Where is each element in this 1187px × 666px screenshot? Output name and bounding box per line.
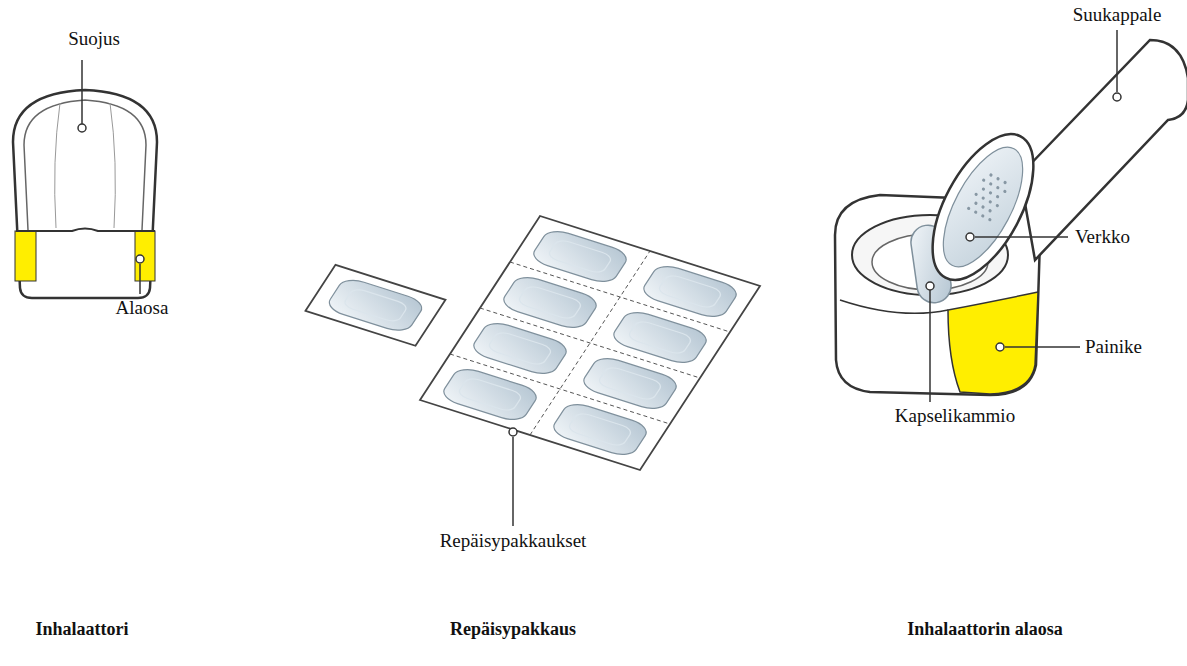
drawing-part [996,177,1000,181]
inhaler-outline [13,90,157,298]
cap-seam [16,229,155,232]
blister-pack-drawing [306,216,761,526]
leader-line [1116,30,1118,92]
drawing-part [1003,189,1007,193]
mouthpiece-tube [1020,40,1187,260]
leader-line [512,437,514,526]
blister-cell [324,276,426,334]
leader-dot [509,428,517,436]
drawing-part [989,182,993,186]
drawing-part [966,206,970,210]
blister-cell [639,262,741,320]
drawing-part [974,192,978,196]
blister-cell [549,400,651,458]
blister-sheet [420,216,760,470]
figure-caption: Repäisypakkaus [450,618,576,640]
drawing-part [995,203,999,207]
drawing-part [989,173,993,177]
leader-line [1005,346,1080,348]
drawing-part [988,209,992,213]
drawing-part [974,210,978,214]
inhaler-drawing [13,60,157,298]
leader-line [81,60,83,124]
drawing-part [988,200,992,204]
inhaler-base-drawing [835,30,1187,402]
drawing-part [1003,180,1007,184]
perforation [420,216,760,470]
part-label: Alaosa [116,297,169,319]
button-shape [948,292,1038,394]
part-label: Suojus [68,28,120,50]
part-label: Verkko [1075,226,1130,248]
part-label: Painike [1085,336,1142,358]
blister-strip [420,216,760,470]
yellow-grip [135,231,155,281]
blister-cell [529,227,631,285]
cap-shading-line [55,103,116,228]
part-label: Suukappale [1073,4,1162,26]
drawing-part [988,191,992,195]
drawing-part [982,178,986,182]
blister-single [306,265,446,346]
cap-inner-line [24,100,146,230]
figure-caption: Inhalaattorin alaosa [907,618,1063,640]
mesh-screen [927,136,1038,279]
drawing-part [996,186,1000,190]
drawing-part [988,218,992,222]
leader-dot [966,233,974,241]
drawing-part [981,187,985,191]
figure-caption: Inhalaattori [35,618,128,640]
blister-cell [499,273,601,331]
part-label: Kapselikammio [895,405,1015,427]
drawing-part [995,194,999,198]
drawing-part [981,196,985,200]
leader-dot [78,124,86,132]
blister-cell [609,308,711,366]
blister-cell [579,354,681,412]
leader-dot [926,282,934,290]
leader-dot [136,255,144,263]
blister-cell [439,365,541,423]
drawing-part [981,205,985,209]
drawing-part [974,201,978,205]
leader-line [975,236,1068,238]
yellow-grip [15,231,36,281]
mesh-holes [966,171,1010,222]
part-label: Repäisypakkaukset [440,530,587,552]
leader-dot [1113,93,1121,101]
blister-cell [469,319,571,377]
leader-dot [996,343,1004,351]
leader-line [929,290,931,402]
lid-plate [912,119,1054,296]
leader-line [139,264,141,294]
blister-sheet [306,265,446,346]
drawing-part [981,214,985,218]
